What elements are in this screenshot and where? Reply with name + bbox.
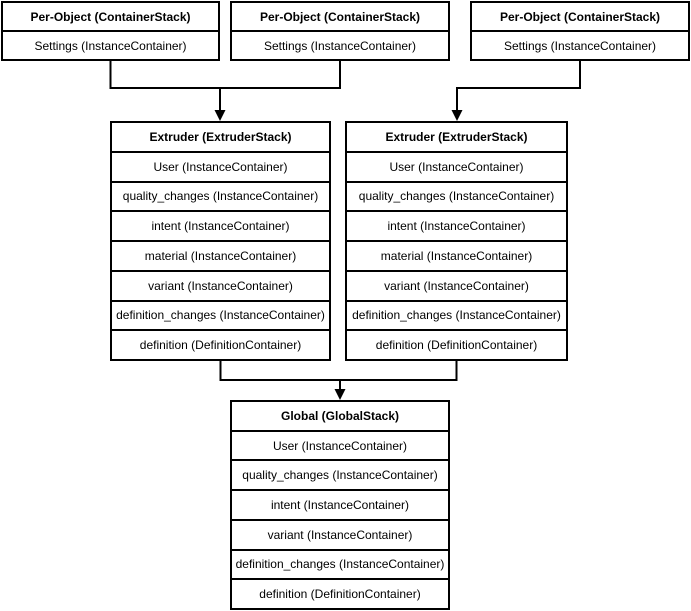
node-row: definition_changes (InstanceContainer) (112, 299, 329, 330)
node-title: Extruder (ExtruderStack) (385, 129, 528, 144)
node-row: quality_changes (InstanceContainer) (347, 180, 566, 211)
node-title: Per-Object (ContainerStack) (30, 9, 191, 24)
node-row: User (InstanceContainer) (112, 150, 329, 181)
node-row: quality_changes (InstanceContainer) (232, 459, 448, 489)
node-row: User (InstanceContainer) (232, 429, 448, 460)
node-row: definition (DefinitionContainer) (347, 329, 566, 359)
node-row: variant (InstanceContainer) (347, 269, 566, 300)
node-row: intent (InstanceContainer) (112, 210, 329, 240)
node-per-object-1: Per-Object (ContainerStack) Settings (In… (1, 1, 220, 61)
edge-extruders-global (219, 361, 458, 381)
node-row: variant (InstanceContainer) (112, 269, 329, 300)
node-row: Settings (InstanceContainer) (472, 30, 688, 59)
node-row: definition (DefinitionContainer) (232, 578, 448, 608)
node-per-object-3: Per-Object (ContainerStack) Settings (In… (470, 1, 690, 61)
node-title: Global (GlobalStack) (280, 408, 400, 423)
node-extruder-2: Extruder (ExtruderStack) User (InstanceC… (345, 121, 568, 361)
arrowhead-extruder2 (451, 110, 463, 121)
arrowhead-global (334, 389, 346, 400)
node-row: intent (InstanceContainer) (347, 210, 566, 240)
node-row: definition_changes (InstanceContainer) (347, 299, 566, 330)
edge-perobject12-extruder1 (109, 61, 341, 89)
node-row: material (InstanceContainer) (112, 240, 329, 270)
node-extruder-1: Extruder (ExtruderStack) User (InstanceC… (110, 121, 331, 361)
node-row: intent (InstanceContainer) (232, 489, 448, 519)
arrowhead-extruder1 (214, 110, 226, 121)
node-row: Settings (InstanceContainer) (3, 30, 218, 59)
node-row: definition_changes (InstanceContainer) (232, 548, 448, 579)
node-row: Settings (InstanceContainer) (232, 30, 448, 59)
node-global: Global (GlobalStack) User (InstanceConta… (230, 400, 450, 610)
node-row: User (InstanceContainer) (347, 150, 566, 181)
node-per-object-2: Per-Object (ContainerStack) Settings (In… (230, 1, 450, 61)
node-row: material (InstanceContainer) (347, 240, 566, 270)
node-row: variant (InstanceContainer) (232, 518, 448, 549)
node-title: Extruder (ExtruderStack) (149, 129, 292, 144)
node-title: Per-Object (ContainerStack) (499, 9, 661, 24)
node-row: definition (DefinitionContainer) (112, 329, 329, 359)
edge-perobject3-extruder2 (456, 61, 581, 112)
node-title: Per-Object (ContainerStack) (259, 9, 421, 24)
node-row: quality_changes (InstanceContainer) (112, 180, 329, 211)
